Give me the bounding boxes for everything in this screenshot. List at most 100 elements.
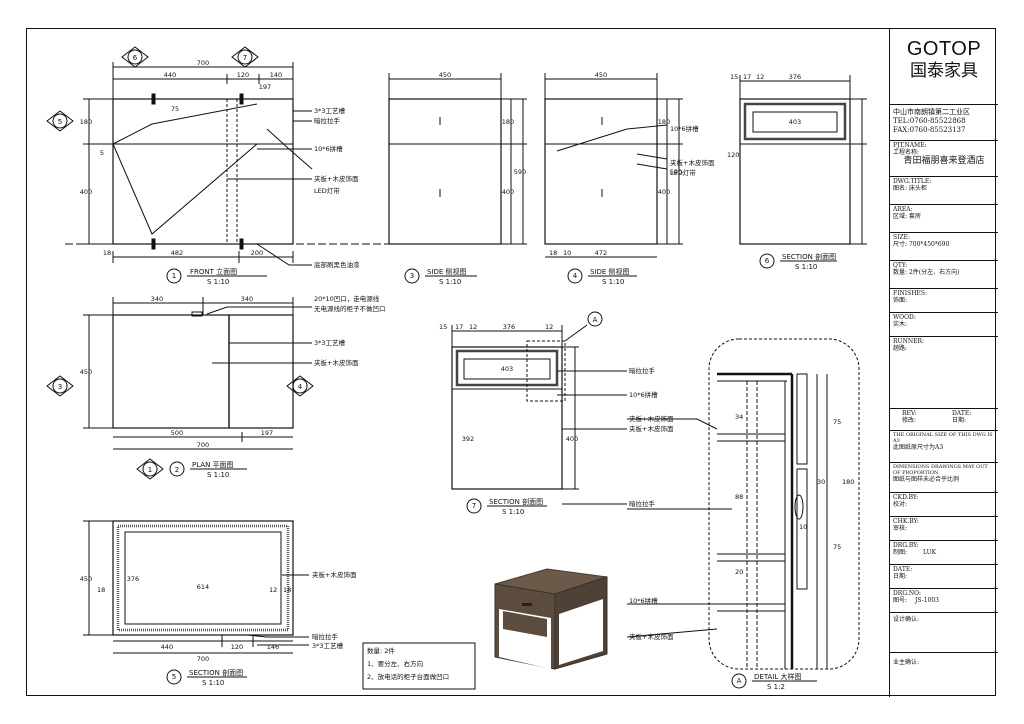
note-handle-front: 暗拉拉手 [314, 116, 341, 125]
note-craft-sec5: 3*3工艺槽 [312, 641, 344, 650]
title-detail: DETAIL 大样图 [754, 672, 802, 681]
dim-det-88: 88 [735, 493, 743, 501]
dim-sec7-12b: 12 [545, 323, 553, 331]
note-hole-2: 无电源线的柜子不做凹口 [314, 304, 386, 313]
scale-note-cell: DIMENSIONS DRAWINGS MAY OUT OF PROPORTIO… [890, 463, 998, 493]
technical-drawing: 700 440 120 140 197 482 200 18 400 180 7… [46, 46, 867, 691]
ckd-label-cn: 校对: [893, 501, 908, 508]
drawing-area: 700 440 120 140 197 482 200 18 400 180 7… [27, 29, 889, 697]
marker-4-plan: 4 [298, 383, 303, 391]
wood-label-en: WOOD: [893, 314, 916, 321]
dim-det-75a: 75 [833, 418, 841, 426]
size-label-cn: 尺寸: [893, 241, 908, 248]
dim-side4-18: 18 [549, 249, 557, 257]
scale-sec6: S 1:10 [795, 263, 817, 271]
title-detail-num: A [737, 677, 742, 685]
marker-a: A [593, 316, 598, 324]
dim-sec5-18b: 18 [283, 586, 291, 594]
chk-cell: CHK.BY: 审核: [890, 517, 998, 541]
dim-front-197: 197 [259, 83, 271, 91]
title-sec6: SECTION 剖面图 [782, 252, 836, 261]
scale-sec7: S 1:10 [502, 508, 524, 516]
title-sec5: SECTION 剖面图 [189, 668, 243, 677]
date-label-en: DATE: [893, 566, 913, 573]
note-led-side4: LED灯带 [670, 168, 696, 177]
dim-sec5-18a: 18 [97, 586, 105, 594]
note-veneer-detail: 夹板+木皮饰面 [629, 414, 674, 423]
side-view-4 [544, 73, 683, 284]
dim-side4-400: 400 [658, 188, 670, 196]
dim-sec5-440: 440 [161, 643, 173, 651]
dwg-no-label-cn: 图号: [893, 597, 908, 604]
dim-sec7-15: 15 [439, 323, 447, 331]
title-plan-num: 2 [175, 466, 179, 474]
drg-cell: DRG.BY: 制图: LUK [890, 541, 998, 565]
area-value: 套房 [908, 213, 921, 220]
owner-confirm-cell: 业主确认: [890, 653, 998, 697]
note-groove-detail: 10*6拼槽 [629, 596, 658, 605]
owner-confirm-label: 业主确认: [893, 659, 920, 666]
brand-logo-en: GOTOP [906, 38, 982, 60]
title-side4: SIDE 侧视图 [590, 267, 630, 276]
dim-front-18: 18 [103, 249, 111, 257]
dim-plan-450: 450 [80, 368, 92, 376]
dim-sec6-120: 120 [727, 151, 739, 159]
note-led-front: LED灯带 [314, 186, 340, 195]
rev-date-label-en: DATE: [952, 410, 972, 417]
qty-label-cn: 数量: [893, 269, 908, 276]
title-sec7: SECTION 剖面图 [489, 497, 543, 506]
dim-plan-500: 500 [171, 429, 183, 437]
note-groove-side4: 10*6拼槽 [670, 124, 699, 133]
scale-plan: S 1:10 [207, 471, 229, 479]
section-7 [451, 311, 627, 514]
dim-front-482: 482 [171, 249, 183, 257]
size-note-cn: 此图纸原尺寸为A3 [893, 444, 944, 451]
dim-side4-472: 472 [595, 249, 607, 257]
revision-cell: REV: 修改: DATE: 日期: [890, 409, 998, 431]
marker-1-plan: 1 [148, 466, 152, 474]
qty-label-en: QTY: [893, 262, 908, 269]
dim-sec6-403: 403 [789, 118, 801, 126]
address-line: 中山市南朗镇第二工业区 [893, 108, 970, 116]
dim-side4-180: 180 [658, 118, 670, 126]
brand-cell: GOTOP 国泰家具 [890, 29, 998, 105]
note-hole-1: 20*10凹口，走电源线 [314, 294, 380, 303]
marker-5-front: 5 [58, 118, 62, 126]
area-label-cn: 区域: [893, 213, 908, 220]
nightstand-render [494, 568, 608, 670]
plan-view [46, 297, 314, 480]
dim-sec7-392: 392 [462, 435, 474, 443]
title-sec7-num: 7 [472, 502, 476, 510]
note-craft-plan: 3*3工艺槽 [314, 338, 346, 347]
size-label-en: SIZE: [893, 234, 911, 241]
project-label-en: PJT.NAME: [893, 142, 927, 149]
dim-side3-590: 590 [514, 168, 526, 176]
dim-plan-700: 700 [197, 441, 209, 449]
title-side3: SIDE 侧视图 [427, 267, 467, 276]
note-handle-sec5: 暗拉拉手 [312, 632, 339, 641]
title-sec5-num: 5 [172, 673, 176, 681]
rev-date-label-cn: 日期: [952, 417, 967, 424]
note-veneer-front: 夹板+木皮饰面 [314, 174, 359, 183]
chk-label-en: CHK.BY: [893, 518, 919, 525]
dim-sec7-403: 403 [501, 365, 513, 373]
chk-label-cn: 审核: [893, 525, 908, 532]
note-veneer-side4: 夹板+木皮饰面 [670, 158, 715, 167]
dim-sec6-17: 17 [743, 73, 751, 81]
dim-det-180: 180 [842, 478, 854, 486]
detail-a [626, 338, 860, 689]
dim-sec6-376: 376 [789, 73, 801, 81]
dim-side3-400: 400 [502, 188, 514, 196]
date-cell: DATE: 日期: [890, 565, 998, 589]
side-view-3 [388, 73, 527, 284]
dim-front-75: 75 [171, 105, 179, 113]
ckd-cell: CKD.BY: 校对: [890, 493, 998, 517]
marker-7-front: 7 [243, 54, 247, 62]
rev-label-cn: 修改: [902, 417, 917, 424]
dim-sec6-12: 12 [756, 73, 764, 81]
dim-sec5-120: 120 [231, 643, 243, 651]
finishes-label-cn: 饰面: [893, 297, 908, 304]
fax-line: FAX:0760-85523137 [893, 126, 966, 134]
section-5 [83, 520, 309, 685]
qty-title: 数量: 2件 [367, 646, 395, 655]
